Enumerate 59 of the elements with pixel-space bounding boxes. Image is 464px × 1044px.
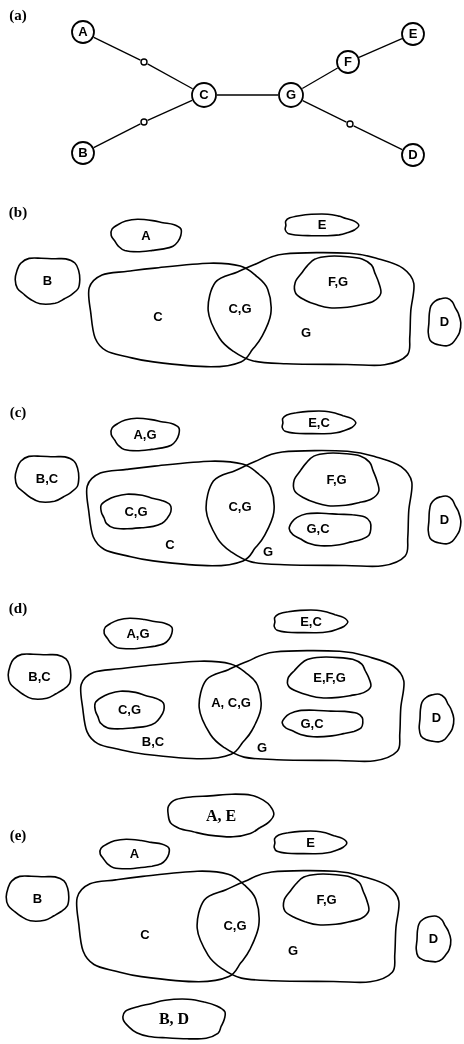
node-label: E xyxy=(306,835,315,850)
panel-label: (e) xyxy=(9,826,27,844)
node-label: F xyxy=(344,54,352,70)
node-label: B xyxy=(32,891,43,906)
connector-line xyxy=(93,36,142,61)
node-label: G xyxy=(262,544,274,560)
node-label: C xyxy=(153,309,163,325)
node-label: F,G xyxy=(327,274,349,290)
panel-label: (b) xyxy=(8,203,28,221)
node-label: C,G xyxy=(117,702,142,718)
node-label: G,C xyxy=(300,716,324,732)
node-label: E,F,G xyxy=(313,670,346,685)
node-label: G xyxy=(287,943,299,959)
node-label: D xyxy=(431,710,442,726)
node-label: B,C xyxy=(141,734,165,750)
node-label: B,C xyxy=(28,669,51,684)
node-label: E xyxy=(317,217,327,233)
region-label: C,G xyxy=(223,918,247,934)
connector-line xyxy=(358,38,403,58)
connector-line xyxy=(146,63,194,90)
region-label: A, C,G xyxy=(210,695,252,711)
node-label: B xyxy=(42,273,53,289)
node-label: C xyxy=(140,927,150,943)
node-label: A xyxy=(78,24,88,40)
node-label: G xyxy=(300,325,312,341)
node-label: A,G xyxy=(126,626,150,641)
node-label: B xyxy=(78,145,88,161)
connector-line xyxy=(301,67,339,90)
connector-line xyxy=(146,99,193,122)
node-label: A, E xyxy=(205,806,237,825)
node-label: A,G xyxy=(133,427,157,442)
node-label: C,G xyxy=(124,504,148,519)
panel-label: (c) xyxy=(9,403,27,421)
connector-line xyxy=(302,100,348,123)
node-label: G xyxy=(256,740,268,756)
connector-line xyxy=(352,125,403,151)
node-label: C xyxy=(199,87,209,103)
node-label: E xyxy=(408,26,418,42)
node-label: A xyxy=(129,846,140,862)
node-label: B, D xyxy=(158,1010,190,1028)
node-label: C xyxy=(165,537,175,553)
node-label: D xyxy=(439,512,450,528)
node-label: B,C xyxy=(35,471,59,487)
connector-line xyxy=(93,123,142,149)
node-label: E,C xyxy=(300,614,322,629)
node-label: G,C xyxy=(306,521,330,537)
panel-label: (d) xyxy=(8,599,28,617)
node-label: F,G xyxy=(316,892,337,907)
node-label: D xyxy=(439,314,450,330)
region-label: C,G xyxy=(228,499,252,515)
node-label: G xyxy=(285,87,297,103)
node-label: F,G xyxy=(326,472,347,487)
connector-line xyxy=(216,94,279,96)
node-label: A xyxy=(141,228,151,243)
node-label: D xyxy=(408,147,418,163)
node-label: E,C xyxy=(308,415,330,430)
node-label: D xyxy=(428,931,439,947)
region-label: C,G xyxy=(228,301,252,317)
panel-label: (a) xyxy=(9,6,27,24)
